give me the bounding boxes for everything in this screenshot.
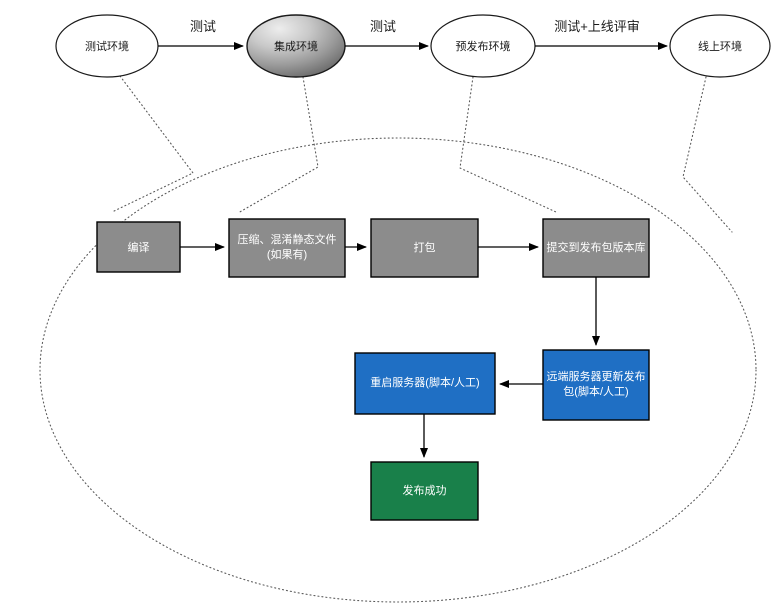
- release-success-shape[interactable]: [370, 461, 479, 521]
- package-shape[interactable]: [370, 218, 479, 278]
- compile-shape[interactable]: [96, 221, 181, 273]
- online-env-label: 线上环境: [698, 39, 742, 53]
- pre-release-env-label: 预发布环境: [456, 39, 511, 53]
- online-env-shape[interactable]: [669, 14, 771, 78]
- environment-boundary-connectors: [111, 75, 733, 233]
- dotted-connector-online-env: [682, 76, 733, 233]
- minify-shape[interactable]: [228, 218, 346, 278]
- node-test-env[interactable]: 测试环境: [55, 14, 159, 78]
- edge-label-pre-release-to-online: 测试+上线评审: [554, 19, 640, 34]
- node-submit-repo[interactable]: 提交到发布包版本库: [542, 218, 650, 278]
- node-remote-update[interactable]: 远端服务器更新发布包(脚本/人工): [542, 349, 650, 421]
- submit-repo-label-wrap: 提交到发布包版本库: [546, 241, 646, 254]
- integration-env-label: 集成环境: [274, 39, 318, 53]
- pipeline-steps: 编译 压缩、混淆静态文件(如果有) 打包 提交到发布包版本库: [96, 218, 650, 521]
- node-integration-env[interactable]: 集成环境: [246, 14, 346, 78]
- remote-update-label-wrap: 远端服务器更新发布包(脚本/人工): [546, 371, 646, 398]
- remote-update-shape[interactable]: [542, 349, 650, 421]
- environment-edges: 测试 测试 测试+上线评审: [158, 19, 668, 50]
- compile-label: 编译: [128, 240, 150, 254]
- pipeline-edges: [180, 243, 600, 458]
- node-compile[interactable]: 编译: [96, 221, 181, 273]
- release-success-label: 发布成功: [403, 483, 447, 497]
- environment-row: 测试环境 集成环境 预发布环境 线上环境: [55, 14, 771, 78]
- node-release-success[interactable]: 发布成功: [370, 461, 479, 521]
- minify-label: 压缩、混淆静态文件(如果有): [237, 234, 337, 261]
- dotted-connector-pre-release-env: [459, 76, 557, 213]
- edge-label-test-to-integration: 测试: [190, 19, 216, 34]
- node-online-env[interactable]: 线上环境: [669, 14, 771, 78]
- test-env-label: 测试环境: [85, 39, 129, 53]
- restart-server-label: 重启服务器(脚本/人工): [370, 377, 480, 389]
- node-package[interactable]: 打包: [370, 218, 479, 278]
- dotted-connector-integration-env: [237, 76, 319, 214]
- dotted-connector-test-env: [111, 75, 194, 213]
- minify-label-wrap: 压缩、混淆静态文件(如果有): [237, 234, 337, 261]
- package-label: 打包: [414, 240, 436, 254]
- node-pre-release-env[interactable]: 预发布环境: [430, 14, 536, 78]
- restart-server-shape[interactable]: [354, 352, 496, 415]
- edge-label-integration-to-pre-release: 测试: [370, 19, 396, 34]
- node-minify[interactable]: 压缩、混淆静态文件(如果有): [228, 218, 346, 278]
- submit-repo-label: 提交到发布包版本库: [546, 241, 646, 254]
- remote-update-label: 远端服务器更新发布包(脚本/人工): [546, 371, 646, 398]
- node-restart-server[interactable]: 重启服务器(脚本/人工): [354, 352, 496, 415]
- pipeline-boundary: [39, 137, 757, 603]
- restart-server-label-wrap: 重启服务器(脚本/人工): [370, 377, 480, 389]
- submit-repo-shape[interactable]: [542, 218, 650, 278]
